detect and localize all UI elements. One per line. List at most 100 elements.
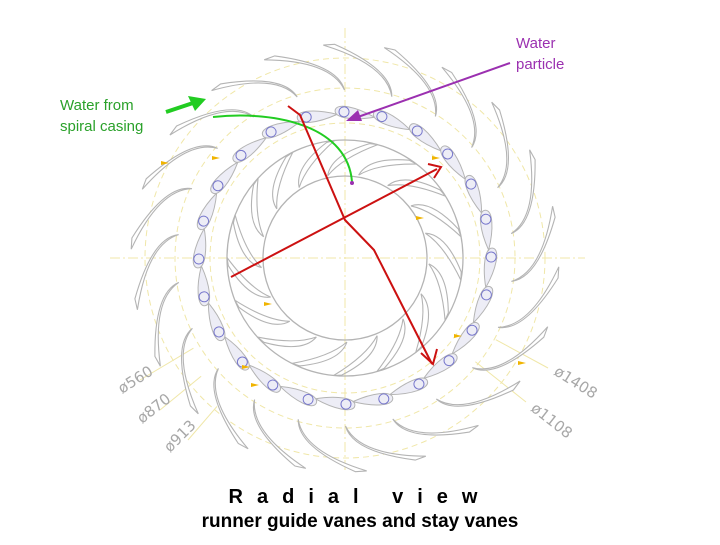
- guide-vane-body: [422, 353, 458, 380]
- guide-vane-pivot: [235, 149, 247, 161]
- guide-vane-pivot: [378, 393, 390, 405]
- guide-vane-pivot: [198, 215, 210, 227]
- dim-d560: ø560: [115, 362, 157, 397]
- stay-vane: [213, 368, 249, 450]
- stay-vanes: [130, 43, 560, 473]
- position-marker: [264, 302, 272, 306]
- guide-vane-pivot: [212, 180, 224, 192]
- dim-d913: ø913: [160, 416, 199, 455]
- position-marker: [416, 216, 424, 220]
- stay-vane: [141, 145, 218, 190]
- stay-vane: [264, 55, 346, 91]
- diagram-subtitle: runner guide vanes and stay vanes: [201, 511, 519, 532]
- guide-vane-body: [196, 191, 218, 231]
- position-markers: [161, 156, 526, 387]
- stay-vane: [154, 281, 180, 367]
- runner-blade: [232, 214, 262, 269]
- runner-blade: [415, 293, 430, 353]
- guide-vane: [422, 353, 458, 380]
- guide-vane: [197, 264, 211, 307]
- stay-vane: [181, 327, 199, 415]
- water-particle-label-line2: particle: [516, 56, 565, 73]
- particle-dot: [350, 181, 354, 185]
- guide-vane: [313, 396, 356, 411]
- guide-vane-body: [192, 226, 207, 269]
- casing-flow-path: [212, 114, 353, 183]
- guide-vane: [451, 321, 480, 356]
- runner-blade: [226, 257, 271, 298]
- stay-vane: [497, 266, 560, 329]
- dim-d1408: ø1408: [551, 362, 601, 402]
- stay-vane: [441, 66, 477, 148]
- runner-blade: [250, 177, 265, 238]
- guide-vane-body: [207, 301, 226, 341]
- guide-vane: [351, 392, 394, 406]
- runner-blade: [428, 263, 449, 321]
- construction-lines: [110, 28, 585, 470]
- guide-vane-pivot: [265, 126, 277, 138]
- guide-vane-pivot: [485, 251, 497, 263]
- runner-blade: [387, 179, 447, 197]
- guide-vane-body: [372, 109, 412, 131]
- guide-vane: [196, 191, 218, 231]
- runner-blade: [291, 341, 348, 367]
- runner-blade: [358, 159, 417, 176]
- guide-vane-pivot: [213, 326, 225, 338]
- guide-vane: [479, 209, 493, 252]
- guide-vane-pivot: [465, 178, 477, 190]
- guide-vane: [207, 301, 226, 341]
- guide-vane-body: [247, 364, 282, 393]
- guide-vane: [192, 226, 207, 269]
- stay-vane: [491, 101, 509, 189]
- stay-vane: [510, 149, 536, 235]
- runner-blade: [376, 318, 406, 373]
- guide-vane-body: [313, 396, 356, 411]
- runner-blade: [424, 232, 462, 281]
- position-marker: [251, 383, 259, 387]
- guide-vane: [247, 364, 282, 393]
- dimension-leader: [139, 347, 194, 381]
- stay-vane: [383, 47, 438, 117]
- water-from-casing-label-line2: spiral casing: [60, 118, 144, 135]
- guide-vane-body: [479, 209, 493, 252]
- guide-vane-pivot: [193, 253, 205, 265]
- diagram-title: Radial view: [228, 486, 492, 508]
- guide-vane-pivot: [480, 289, 492, 301]
- guide-vane-pivot: [442, 148, 454, 160]
- runner-blade: [327, 143, 378, 177]
- runner: [226, 139, 464, 377]
- dim-d870: ø870: [133, 390, 174, 427]
- flow-arrow-diagonal: [230, 163, 443, 278]
- guide-vane-pivot: [466, 324, 478, 336]
- guide-vane: [483, 247, 498, 290]
- guide-vane-pivot: [340, 398, 352, 410]
- guide-vane: [464, 175, 483, 215]
- guide-vane-body: [472, 285, 494, 325]
- flow-arrow-down: [287, 105, 438, 366]
- runner-blade: [234, 299, 291, 325]
- guide-vane-pivot: [413, 378, 425, 390]
- stay-vane: [130, 187, 193, 250]
- particle-pointer-arrow: [346, 62, 511, 121]
- guide-vane-pivot: [338, 106, 350, 118]
- stay-vane: [297, 419, 367, 473]
- guide-vane-body: [232, 136, 268, 163]
- casing-inlet-arrow: [165, 96, 206, 114]
- stay-vane: [435, 380, 521, 407]
- runner-blade: [333, 335, 378, 377]
- guide-vane-body: [440, 145, 467, 181]
- guide-vane: [388, 377, 428, 396]
- guide-vane-pivot: [302, 393, 314, 405]
- guide-vane: [278, 385, 318, 407]
- water-from-casing-label: Water from spiral casing: [60, 95, 143, 137]
- runner-blade: [410, 204, 462, 238]
- water-particle-label-line1: Water: [516, 35, 556, 52]
- guide-vane-pivot: [376, 111, 388, 123]
- guide-vane-body: [278, 385, 318, 407]
- stay-vane: [169, 109, 255, 136]
- guide-vane-body: [451, 321, 480, 356]
- water-particle-label: Water particle: [516, 33, 564, 75]
- guide-vane: [440, 145, 467, 181]
- stay-vane: [323, 43, 393, 97]
